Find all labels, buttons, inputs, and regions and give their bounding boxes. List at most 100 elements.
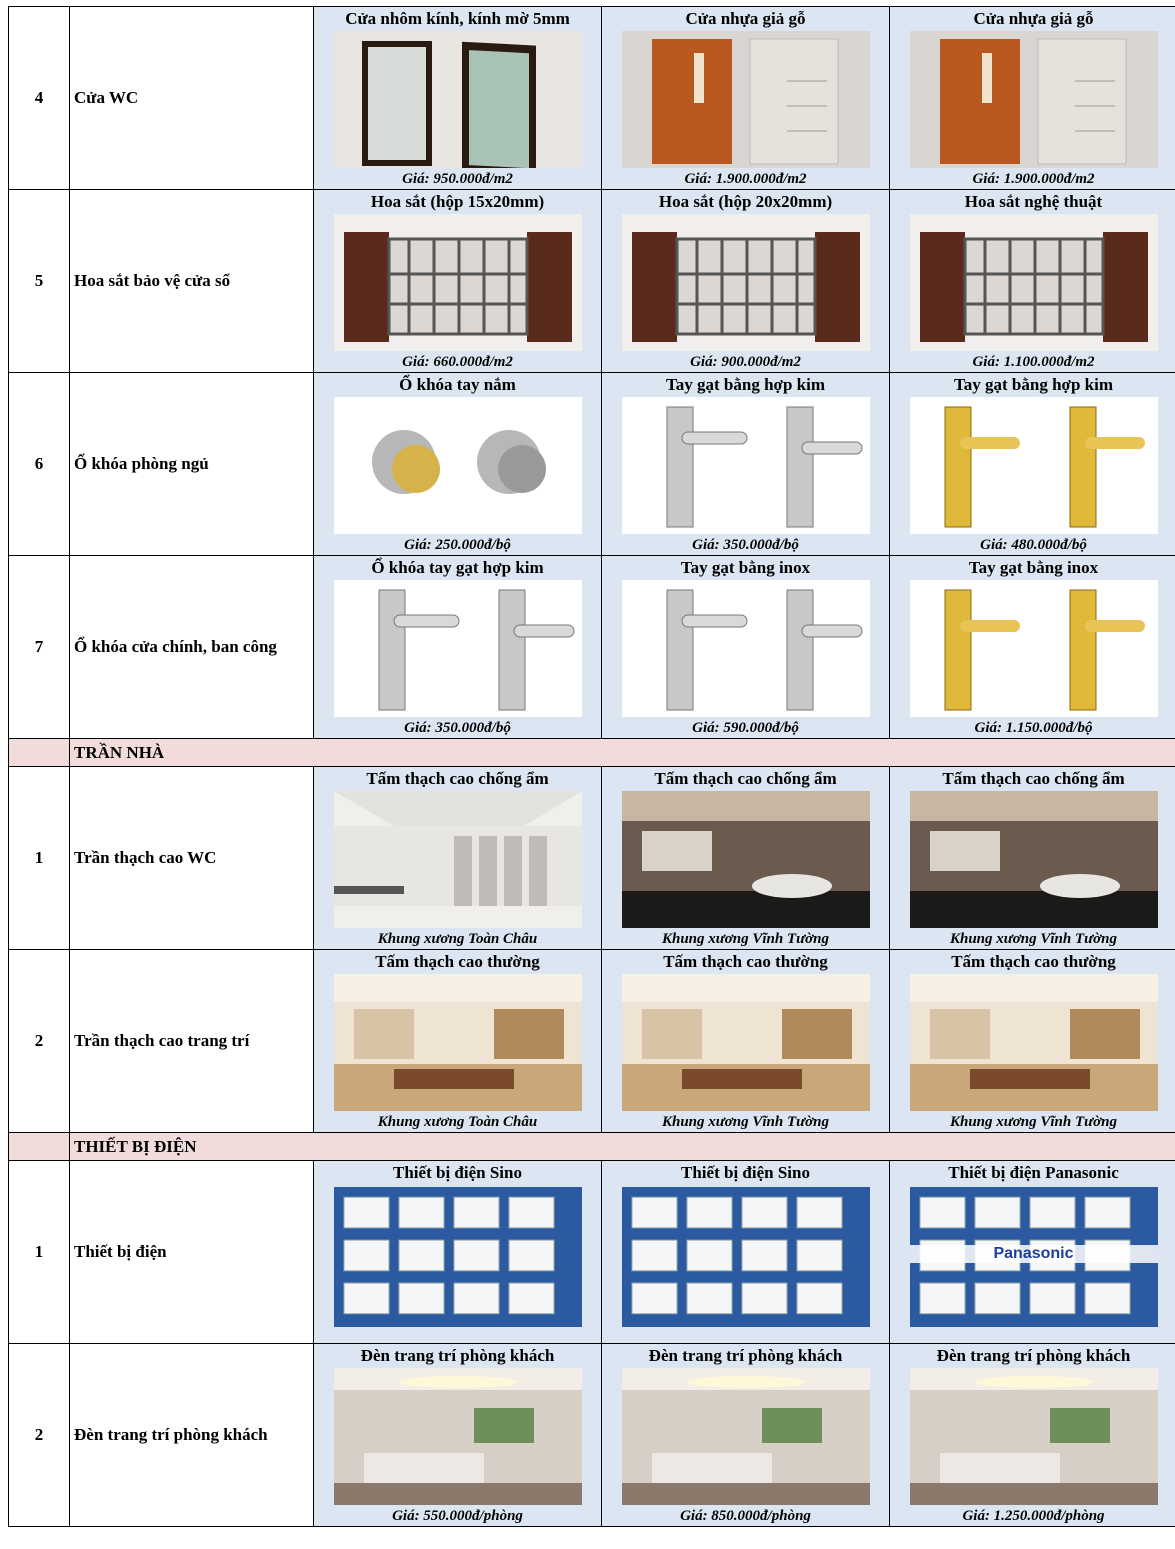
option-title: Tấm thạch cao chống ẩm [654,769,837,788]
living-room-light-icon [333,1368,582,1505]
door-glass-icon [333,31,582,168]
section-row: TRẦN NHÀ [8,738,1175,767]
option-title: Đèn trang trí phòng khách [936,1346,1131,1365]
option-title: Hoa sắt (hộp 15x20mm) [370,192,545,211]
lever-lock-icon [621,580,870,717]
room-ceiling-icon [333,974,582,1111]
item-index: 2 [8,1343,70,1527]
option-title: Đèn trang trí phòng khách [360,1346,555,1365]
room-ceiling-icon [621,974,870,1111]
lever-lock-gold-icon [909,580,1158,717]
section-label: THIẾT BỊ ĐIỆN [69,1132,1175,1161]
item-index: 4 [8,6,70,190]
restroom-ceiling-icon [333,791,582,928]
switch-panel-icon: Panasonic [909,1187,1158,1327]
option-price: Giá: 1.100.000đ/m2 [972,354,1095,370]
item-name: Thiết bị điện [69,1160,314,1344]
room-ceiling-icon [909,974,1158,1111]
item-index: 6 [8,372,70,556]
option-title: Hoa sắt (hộp 20x20mm) [658,192,833,211]
option-price: Giá: 900.000đ/m2 [690,354,801,370]
item-index: 1 [8,1160,70,1344]
option-price: Khung xương Vĩnh Tường [949,1114,1118,1130]
item-index: 2 [8,949,70,1133]
door-wood-icon [621,31,870,168]
option-title: Cửa nhựa giả gỗ [685,9,806,28]
door-wood-icon [909,31,1158,168]
knob-lock-icon [333,397,582,534]
option-title: Ổ khóa tay gạt hợp kim [371,558,544,577]
option-title: Tấm thạch cao chống ẩm [366,769,549,788]
option-title: Thiết bị điện Sino [393,1163,522,1182]
item-index: 7 [8,555,70,739]
option-title: Tay gạt bằng inox [968,558,1099,577]
option-price: Giá: 350.000đ/bộ [404,720,511,736]
option-title: Tấm thạch cao thường [375,952,540,971]
option-cell: Tấm thạch cao chống ẩm Khung xương Vĩnh T… [601,766,890,950]
option-cell: Thiết bị điện Sino [313,1160,602,1344]
option-cell: Thiết bị điện Sino [601,1160,890,1344]
option-price: Giá: 1.250.000đ/phòng [962,1508,1105,1524]
window-grille-icon [621,214,870,351]
option-price: Giá: 590.000đ/bộ [692,720,799,736]
section-index-cell [8,1132,70,1161]
section-label: TRẦN NHÀ [69,738,1175,767]
option-price: Khung xương Vĩnh Tường [661,931,830,947]
lever-lock-icon [333,580,582,717]
option-price: Khung xương Toàn Châu [377,1114,538,1130]
bathroom-ceiling-icon [621,791,870,928]
option-price: Giá: 660.000đ/m2 [402,354,513,370]
option-title: Thiết bị điện Panasonic [948,1163,1119,1182]
option-price: Giá: 850.000đ/phòng [680,1508,811,1524]
option-title: Tay gạt bằng hợp kim [665,375,825,394]
item-index: 5 [8,189,70,373]
item-name: Trần thạch cao trang trí [69,949,314,1133]
item-name: Ổ khóa cửa chính, ban công [69,555,314,739]
living-room-light-icon [621,1368,870,1505]
item-name: Cửa WC [69,6,314,190]
option-title: Tấm thạch cao thường [663,952,828,971]
item-name: Trần thạch cao WC [69,766,314,950]
item-index: 1 [8,766,70,950]
switch-panel-icon [621,1187,870,1327]
lever-lock-icon [621,397,870,534]
lever-lock-gold-icon [909,397,1158,534]
option-title: Đèn trang trí phòng khách [648,1346,843,1365]
option-title: Ổ khóa tay nắm [399,375,516,394]
option-cell: Hoa sắt (hộp 20x20mm) Giá: 900.000đ/m2 [601,189,890,373]
option-price: Giá: 350.000đ/bộ [692,537,799,553]
section-row: THIẾT BỊ ĐIỆN [8,1132,1175,1161]
window-grille-icon [333,214,582,351]
option-title: Tay gạt bằng hợp kim [953,375,1113,394]
option-price: Giá: 250.000đ/bộ [404,537,511,553]
option-price: Giá: 1.900.000đ/m2 [972,171,1095,187]
switch-panel-icon [333,1187,582,1327]
option-price: Giá: 480.000đ/bộ [980,537,1087,553]
item-name: Đèn trang trí phòng khách [69,1343,314,1527]
